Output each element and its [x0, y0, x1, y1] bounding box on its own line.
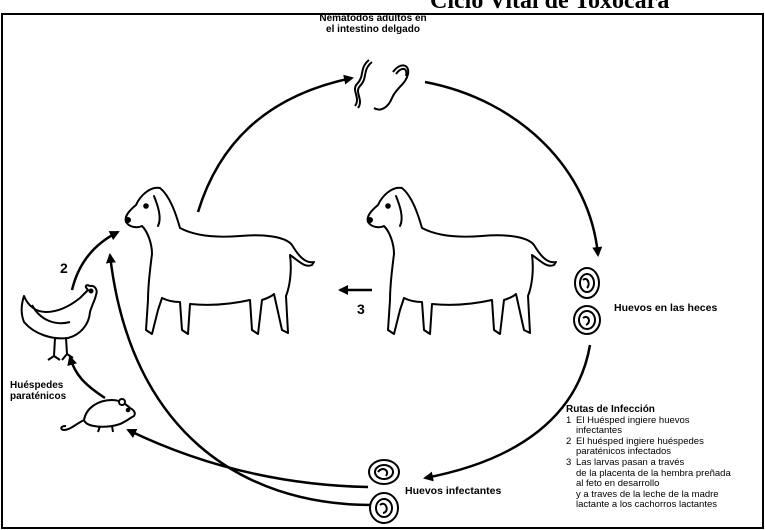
- hen-icon: [22, 285, 97, 360]
- infective-egg-icon: [369, 460, 399, 484]
- egg-in-feces-icon: [574, 306, 600, 334]
- pregnant-dog-icon: [368, 188, 556, 334]
- arrow-feces-to-infective-eggs: [425, 345, 590, 478]
- egg-in-feces-icon: [575, 268, 599, 298]
- arrow-dog-to-worms: [198, 78, 352, 212]
- infective-egg-icon: [370, 493, 398, 523]
- nematode-worms-icon: [355, 60, 408, 110]
- arrow-mouse-to-hen: [70, 357, 105, 398]
- arrow-worms-to-feces: [425, 82, 598, 255]
- image-border: [2, 14, 763, 528]
- dog-host-icon: [126, 188, 314, 334]
- mouse-icon: [61, 399, 135, 432]
